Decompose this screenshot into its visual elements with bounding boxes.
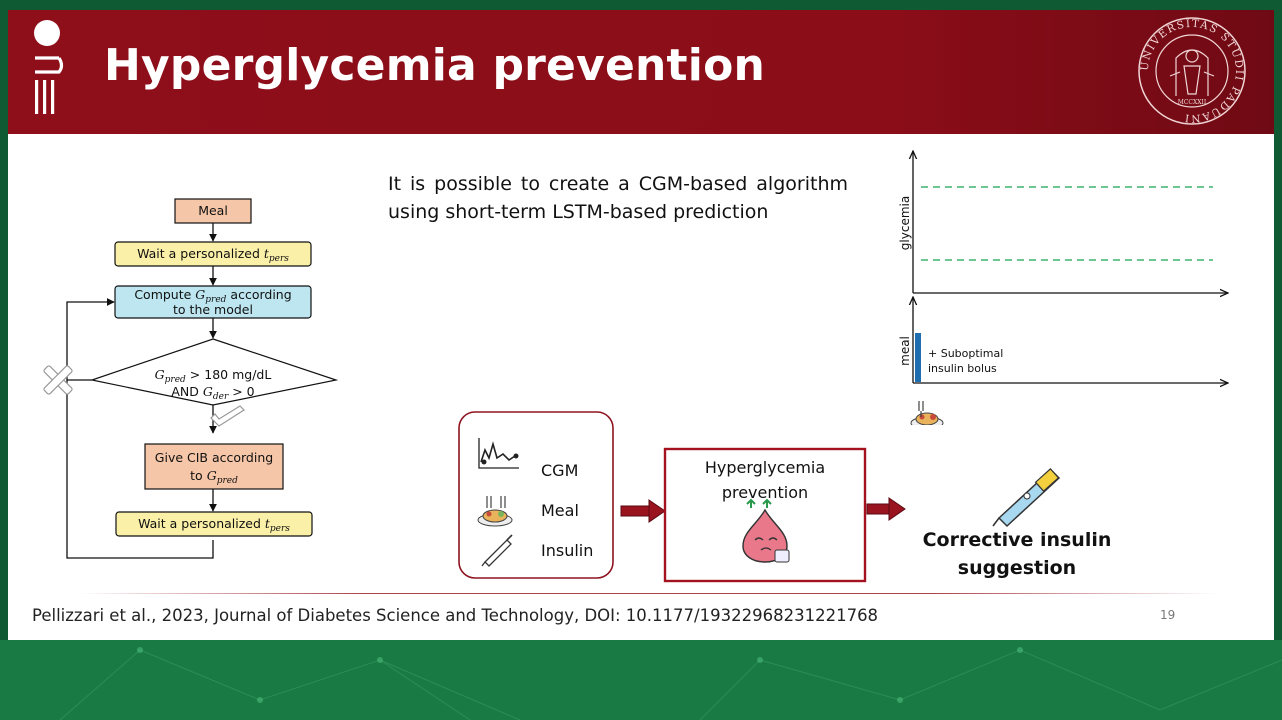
flow-give-cib-label-2: to Gpred	[190, 468, 238, 486]
pipeline-diagram: CGM Meal Insulin Hyperglycemia preventio…	[458, 411, 1112, 583]
meal-icon	[910, 401, 944, 425]
meal-icon	[477, 496, 513, 527]
flow-decision-label-1: Gpred > 180 mg/dL	[155, 367, 272, 385]
glucose-drop-icon	[742, 498, 790, 563]
bolus-annotation-1: + Suboptimal	[928, 347, 1003, 360]
divider	[78, 593, 1218, 594]
prevention-block-label-1: Hyperglycemia	[705, 458, 825, 477]
flow-give-cib-label-1: Give CIB according	[155, 450, 273, 465]
flow-wait-label-2: Wait a personalized tpers	[138, 516, 290, 534]
flow-arrow-right-icon	[620, 499, 666, 523]
input-label-meal: Meal	[541, 501, 579, 520]
svg-text:MCCXXII: MCCXXII	[1178, 99, 1207, 106]
output-label-2: suggestion	[958, 557, 1076, 579]
prevention-block-label-2: prevention	[722, 483, 808, 502]
flow-give-cib-node: Give CIB according to Gpred	[144, 443, 284, 490]
page-number: 19	[1160, 608, 1176, 622]
meal-bar	[915, 333, 921, 382]
flow-compute-label-1: Compute Gpred according	[134, 287, 291, 305]
insulin-pen-icon	[481, 534, 513, 567]
slide: Hyperglycemia prevention UNIVERSITAS STU…	[8, 10, 1274, 640]
citation: Pellizzari et al., 2023, Journal of Diab…	[32, 606, 879, 625]
meal-axis-label: meal	[898, 336, 912, 366]
intro-text: It is possible to create a CGM-based alg…	[388, 173, 848, 223]
flow-decision-label-2: AND Gder > 0	[171, 384, 254, 402]
output-label-1: Corrective insulin	[923, 529, 1112, 551]
slide-title: Hyperglycemia prevention	[104, 40, 766, 91]
glycemia-chart: glycemia meal + Suboptimal insulin bolus	[898, 145, 1233, 425]
input-label-cgm: CGM	[541, 461, 578, 480]
slide-header: Hyperglycemia prevention UNIVERSITAS STU…	[8, 10, 1274, 134]
flow-wait-label-1: Wait a personalized tpers	[137, 246, 289, 264]
flow-decision-node: Gpred > 180 mg/dL AND Gder > 0	[89, 338, 339, 406]
flow-arrow-right-icon	[866, 497, 906, 521]
flow-wait-node-1: Wait a personalized tpers	[114, 241, 312, 267]
flow-compute-node: Compute Gpred according to the model	[114, 285, 312, 319]
glycemia-axis-label: glycemia	[898, 196, 912, 250]
cross-icon	[43, 365, 73, 395]
flow-meal-label: Meal	[198, 203, 228, 218]
flowchart: Meal Wait a personalized tpers Compute G…	[43, 198, 339, 559]
insulin-pen-icon	[992, 468, 1061, 528]
bolus-annotation-2: insulin bolus	[928, 362, 997, 375]
flow-meal-node: Meal	[174, 198, 252, 224]
flow-compute-label-2: to the model	[173, 302, 253, 317]
checkmark-icon	[210, 405, 245, 427]
university-seal: UNIVERSITAS STUDII PADUANI MCCXXII	[1138, 17, 1246, 125]
cgm-icon	[478, 438, 519, 469]
flow-wait-node-2: Wait a personalized tpers	[115, 511, 313, 537]
input-label-insulin: Insulin	[541, 541, 593, 560]
inputs-box	[458, 411, 614, 579]
university-logo	[34, 20, 64, 114]
